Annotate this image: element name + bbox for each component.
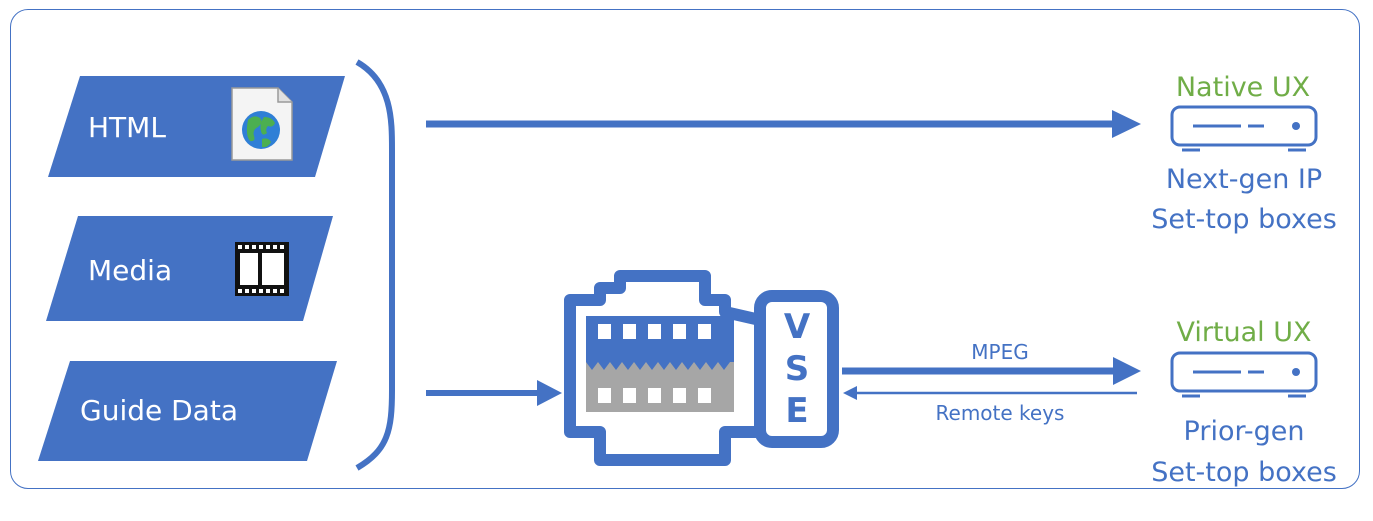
source-guide-data-label: Guide Data (80, 394, 238, 427)
globe-document-icon (231, 87, 293, 161)
vse-letter: S (785, 349, 810, 389)
set-top-box-icon-native (1170, 105, 1318, 152)
arrow-remote-keys-head (843, 386, 857, 400)
native-ux-line1: Next-gen IP (1166, 164, 1322, 195)
virtual-ux-line1: Prior-gen (1184, 416, 1305, 447)
source-guide-data: Guide Data (38, 361, 337, 461)
remote-keys-label: Remote keys (936, 401, 1065, 425)
source-media-label: Media (88, 254, 172, 287)
native-ux-line2: Set-top boxes (1151, 204, 1337, 235)
source-media: Media (46, 216, 333, 321)
source-html: HTML (48, 76, 345, 177)
arrow-mpeg-head (1113, 357, 1141, 385)
film-strip-icon (235, 242, 289, 296)
native-ux-title: Native UX (1176, 72, 1310, 103)
diagram-frame (10, 9, 1360, 489)
virtual-ux-title: Virtual UX (1176, 317, 1311, 348)
mpeg-label: MPEG (971, 340, 1028, 364)
vse-letter: E (785, 391, 808, 431)
source-html-label: HTML (88, 111, 166, 144)
set-top-box-icon-virtual (1170, 351, 1318, 398)
vse-letter: V (784, 307, 811, 347)
sources-bracket (355, 59, 395, 471)
virtual-ux-line2: Set-top boxes (1151, 457, 1337, 488)
arrow-to-vse-head (537, 380, 562, 406)
arrow-to-native-head (1112, 110, 1141, 138)
